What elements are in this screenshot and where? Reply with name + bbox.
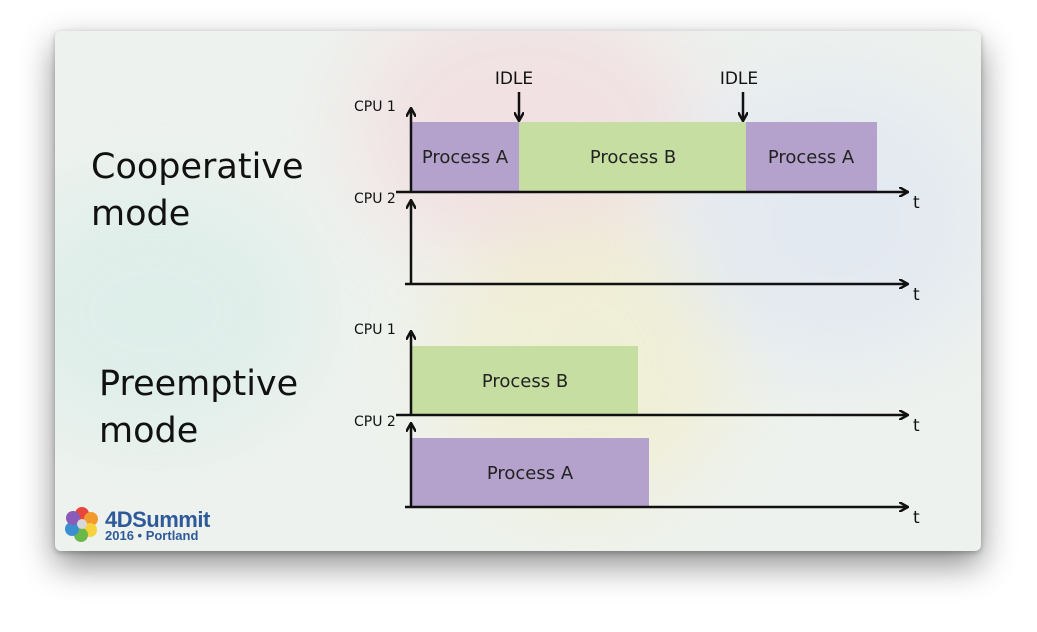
background-blob xyxy=(55,181,315,441)
pre-cpu2-process-a-bar xyxy=(412,438,649,507)
coop-cpu1-process-b-label: Process B xyxy=(590,147,676,168)
coop-cpu1-process-a2-bar xyxy=(746,122,877,191)
flower-logo-icon xyxy=(65,507,98,542)
coop-cpu1-process-a-label: Process A xyxy=(422,147,509,168)
idle-marker-label: IDLE xyxy=(495,69,533,89)
coop-cpu1-label: CPU 1 xyxy=(354,99,396,115)
pre-cpu1-label: CPU 1 xyxy=(354,322,396,338)
pre-cpu1-time-label: t xyxy=(913,416,920,436)
cooperative-mode-heading: Cooperative mode xyxy=(91,144,304,238)
pre-cpu1-process-b-bar xyxy=(412,346,638,415)
coop-cpu1-process-a2-label: Process A xyxy=(768,147,855,168)
pre-cpu1-process-b-label: Process B xyxy=(482,371,568,392)
background-blob xyxy=(675,71,981,371)
pre-cpu2-time-label: t xyxy=(913,508,920,528)
cpu-scheduling-diagram: Process A Process B Process A IDLE IDLE … xyxy=(354,69,920,528)
preemptive-heading-line2: mode xyxy=(99,411,199,451)
4d-summit-logo: 4DSummit 2016 • Portland xyxy=(63,505,223,545)
logo-subtitle: 2016 • Portland xyxy=(105,528,199,543)
coop-cpu1-process-a-bar xyxy=(412,122,519,191)
idle-marker-label: IDLE xyxy=(720,69,758,89)
coop-cpu2-label: CPU 2 xyxy=(354,191,396,207)
cooperative-heading-line1: Cooperative xyxy=(91,147,304,187)
cooperative-heading-line2: mode xyxy=(91,194,191,234)
preemptive-mode-heading: Preemptive mode xyxy=(99,361,298,455)
pre-cpu2-process-a-label: Process A xyxy=(487,463,574,484)
preemptive-heading-line1: Preemptive xyxy=(99,364,299,404)
coop-cpu2-time-label: t xyxy=(913,285,920,305)
coop-cpu1-time-label: t xyxy=(913,193,920,213)
coop-cpu1-process-b-bar xyxy=(519,122,746,191)
logo-title: 4DSummit xyxy=(105,507,210,532)
presentation-slide: Cooperative mode Preemptive mode Process… xyxy=(55,31,981,551)
pre-cpu2-label: CPU 2 xyxy=(354,414,396,430)
